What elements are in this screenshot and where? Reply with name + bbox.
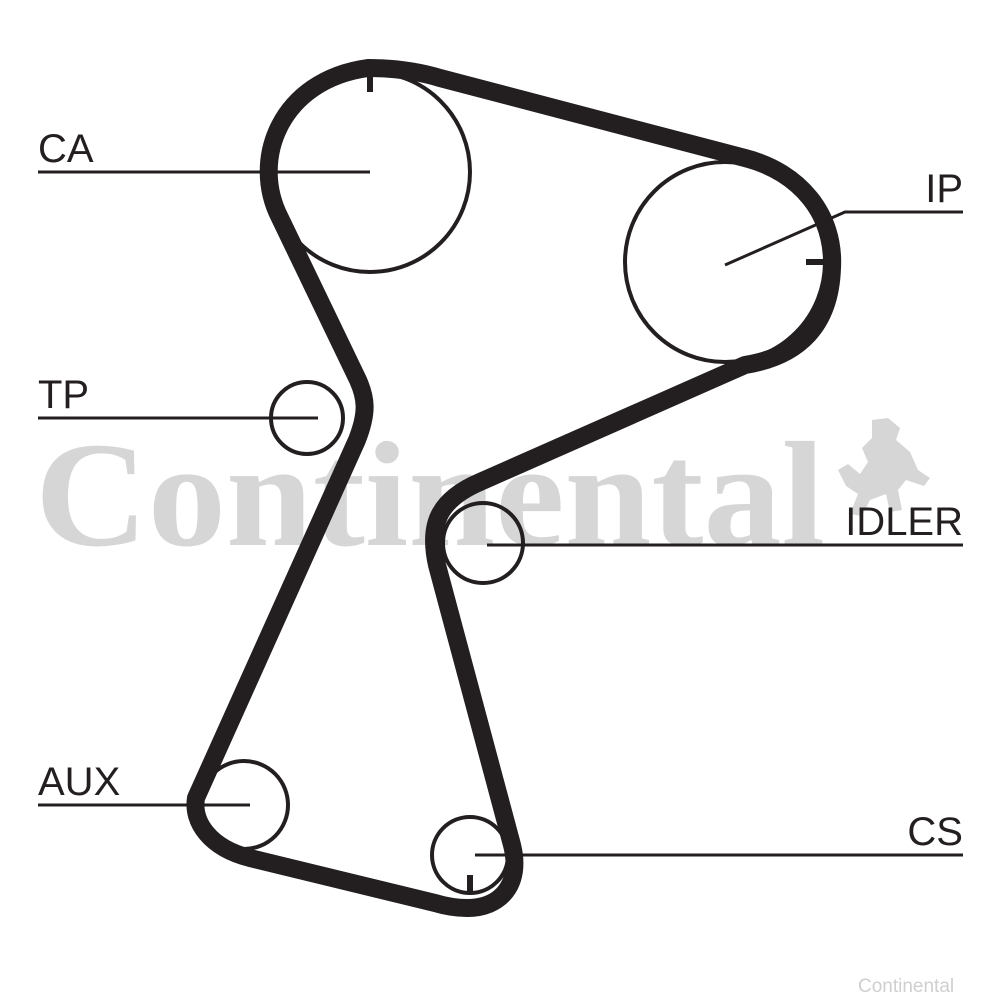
label-cs: CS [907, 810, 963, 854]
pulley-ip-circle [623, 160, 827, 364]
pulley-ip [623, 160, 827, 364]
component-labels: CA IP TP IDLER AUX CS [38, 127, 963, 854]
belt-outline [186, 59, 842, 917]
timing-belt [186, 59, 842, 917]
label-ca: CA [38, 127, 94, 171]
leader-ip [724, 210, 963, 267]
leader-lines [38, 170, 963, 857]
watermark-footer-text: Continental [858, 976, 954, 997]
horse-logo-icon [838, 418, 930, 516]
label-idler: IDLER [845, 500, 963, 544]
label-aux: AUX [38, 760, 120, 804]
label-tp: TP [38, 373, 89, 417]
label-ip: IP [925, 167, 963, 211]
pulley-idler-circle [441, 501, 525, 585]
pulley-idler [441, 501, 525, 585]
